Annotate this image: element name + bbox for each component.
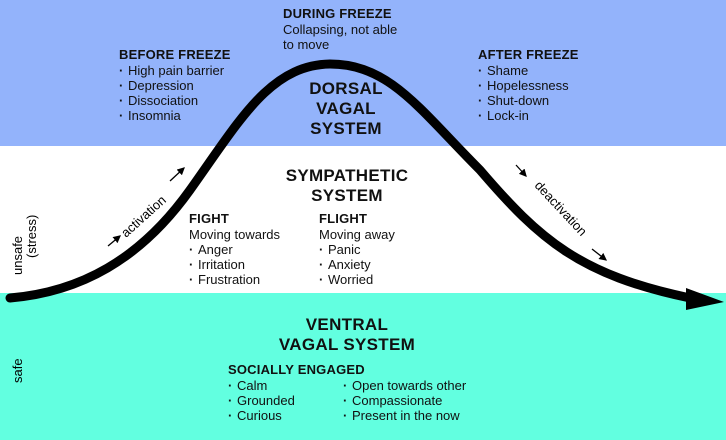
list-item: Grounded	[228, 393, 295, 408]
activation-label: activation	[118, 192, 169, 240]
list-item: Shame	[478, 63, 569, 78]
fight-title: FIGHT	[189, 211, 229, 226]
deactivation-arrow-upper	[515, 164, 527, 177]
curve-arrowhead	[686, 288, 724, 310]
sympathetic-heading: SYMPATHETIC SYSTEM	[247, 166, 447, 206]
list-item: Curious	[228, 408, 295, 423]
list-item: Present in the now	[343, 408, 466, 423]
flight-subtitle: Moving away	[319, 227, 395, 242]
list-item: Dissociation	[119, 93, 224, 108]
dorsal-line3: SYSTEM	[310, 119, 382, 138]
sympathetic-line2: SYSTEM	[311, 186, 383, 205]
unsafe-label: unsafe	[10, 236, 25, 275]
during-freeze-line2: to move	[283, 37, 330, 52]
list-item: High pain barrier	[119, 63, 224, 78]
during-freeze-line1: Collapsing, not able	[283, 22, 398, 37]
ventral-line2: VAGAL SYSTEM	[278, 335, 416, 354]
deactivation-arrow-lower	[591, 248, 608, 261]
stress-curve	[5, 59, 695, 303]
dorsal-vagal-heading: DORSAL VAGAL SYSTEM	[246, 79, 446, 139]
safe-label: safe	[10, 358, 25, 383]
list-item: Insomnia	[119, 108, 224, 123]
ventral-vagal-heading: VENTRAL VAGAL SYSTEM	[247, 315, 447, 355]
during-freeze-title: DURING FREEZE	[283, 6, 392, 21]
list-item: Irritation	[189, 257, 260, 272]
flight-title: FLIGHT	[319, 211, 368, 226]
list-item: Panic	[319, 242, 373, 257]
list-item: Calm	[228, 378, 295, 393]
before-freeze-title: BEFORE FREEZE	[119, 47, 231, 62]
fight-subtitle: Moving towards	[189, 227, 281, 242]
list-item: Open towards other	[343, 378, 466, 393]
fight-list: Anger Irritation Frustration	[189, 242, 260, 287]
before-freeze-list: High pain barrier Depression Dissociatio…	[119, 63, 224, 123]
list-item: Depression	[119, 78, 224, 93]
list-item: Anxiety	[319, 257, 373, 272]
socially-engaged-title: SOCIALLY ENGAGED	[228, 362, 365, 377]
flight-list: Panic Anxiety Worried	[319, 242, 373, 287]
dorsal-line1: DORSAL	[309, 79, 383, 98]
activation-arrow-lower	[107, 235, 121, 247]
list-item: Frustration	[189, 272, 260, 287]
sympathetic-line1: SYMPATHETIC	[285, 166, 409, 185]
stress-label: (stress)	[24, 215, 39, 258]
activation-arrow-upper	[169, 167, 185, 182]
after-freeze-title: AFTER FREEZE	[478, 47, 579, 62]
ventral-line1: VENTRAL	[305, 315, 389, 334]
list-item: Hopelessness	[478, 78, 569, 93]
list-item: Anger	[189, 242, 260, 257]
socially-engaged-right-list: Open towards other Compassionate Present…	[343, 378, 466, 423]
socially-engaged-left-list: Calm Grounded Curious	[228, 378, 295, 423]
after-freeze-list: Shame Hopelessness Shut-down Lock-in	[478, 63, 569, 123]
list-item: Worried	[319, 272, 373, 287]
dorsal-line2: VAGAL	[316, 99, 376, 118]
list-item: Compassionate	[343, 393, 466, 408]
list-item: Lock-in	[478, 108, 569, 123]
list-item: Shut-down	[478, 93, 569, 108]
